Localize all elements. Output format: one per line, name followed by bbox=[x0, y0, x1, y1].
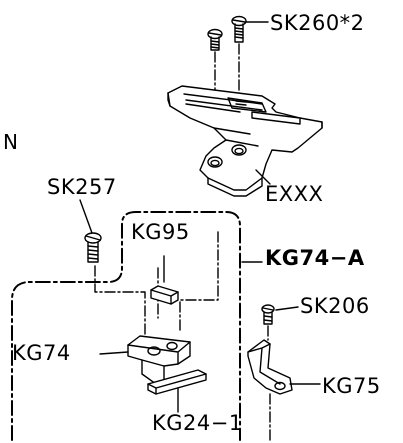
label-sk257: SK257 bbox=[47, 175, 117, 199]
leader-sk257 bbox=[79, 199, 93, 234]
label-sk260: SK260*2 bbox=[270, 11, 365, 35]
label-n: N bbox=[3, 130, 19, 154]
label-kg75: KG75 bbox=[322, 374, 381, 398]
label-kg24-1: KG24−1 bbox=[152, 411, 243, 435]
leader-exxx bbox=[255, 169, 271, 185]
bracket-kg75 bbox=[247, 339, 293, 395]
kg74a-group-outline bbox=[11, 211, 241, 441]
needle-plate-exxx bbox=[167, 85, 323, 197]
block-kg95 bbox=[150, 285, 179, 305]
assembly-guide-lines bbox=[94, 231, 219, 337]
leader-sk206 bbox=[275, 306, 299, 311]
bracket-kg74 bbox=[127, 335, 191, 385]
screw-sk206 bbox=[261, 304, 275, 325]
label-kg74: KG74 bbox=[12, 341, 71, 365]
label-kg95: KG95 bbox=[131, 220, 190, 244]
screw-sk260-right bbox=[231, 15, 247, 43]
label-kg74a: KG74−A bbox=[265, 246, 365, 270]
kg75-guide-line bbox=[267, 325, 271, 441]
screw-sk260-left bbox=[207, 28, 223, 51]
label-sk206: SK206 bbox=[300, 294, 370, 318]
label-exxx: EXXX bbox=[265, 182, 324, 206]
block-kg24-1 bbox=[147, 369, 207, 395]
screw-sk257 bbox=[84, 232, 102, 263]
leader-kg74 bbox=[99, 351, 129, 355]
